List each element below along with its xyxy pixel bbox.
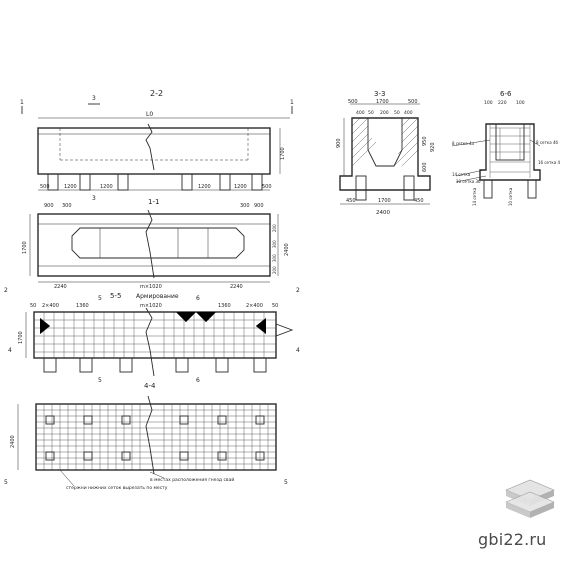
watermark-text: gbi22.ru: [478, 530, 547, 549]
note-cut-bars: стержни нижних сеток вырезать по месту: [66, 486, 168, 491]
dim-2x400-right: 2×400: [246, 303, 263, 309]
section-2-2: 2-2 L0 1 1 3 500 1200 1200 1200 1200 500…: [20, 89, 294, 202]
dim-right-200b: 200: [272, 266, 277, 274]
section-title-6-6: 6-6: [500, 90, 512, 98]
dim-1200-c: 1200: [198, 184, 211, 190]
label-mesh-10: 10 сетка: [508, 187, 513, 206]
dim-1200-a: 1200: [64, 184, 77, 190]
pile-sockets-4-4: [45, 415, 265, 461]
dim-top-500-right: 500: [408, 99, 418, 105]
dim-1360-right: 1360: [218, 303, 231, 309]
dim-bottom-450-right: 450: [414, 198, 424, 204]
dim-top-1700: 1700: [376, 99, 389, 105]
cut-mark-2a: 2: [4, 287, 8, 294]
dim-300-left: 300: [62, 203, 72, 209]
height-1700: 1700: [280, 147, 286, 160]
label-mesh-4a: 8 сетка 4а: [452, 141, 474, 146]
dim-2240-left: 2240: [54, 284, 67, 290]
dim-inner-50a: 50: [368, 110, 374, 116]
section-5-5: 5-5 Армирование 50 2×400 1360 m×1020 136…: [8, 292, 300, 384]
dim-m1020-arm: m×1020: [140, 303, 162, 309]
height-2400: 2400: [10, 435, 16, 448]
label-mesh-14b: 14 сетка: [472, 187, 477, 206]
dim-m1020: m×1020: [140, 284, 162, 290]
dim-top-500-left: 500: [348, 99, 358, 105]
cut-mark-2b: 2: [296, 287, 300, 294]
cut-mark-1b: 1: [290, 99, 294, 106]
section-title-3-3: 3-3: [374, 90, 385, 98]
rebar-cage-6-6: [489, 124, 531, 178]
dim-1200-d: 1200: [234, 184, 247, 190]
section-6-6: 6-6 100 220 100 8 сетка 4а 8 сетка 4б 14…: [451, 90, 560, 206]
dim-500-right: 500: [262, 184, 272, 190]
dim-300-right: 300: [240, 203, 250, 209]
stacked-slabs-icon: [498, 468, 562, 528]
cut-mark-4a: 4: [8, 347, 12, 354]
dim-inner-400b: 400: [404, 110, 413, 116]
label-mesh-4b: 8 сетка 4б: [536, 140, 558, 145]
dim-2x400-left: 2×400: [42, 303, 59, 309]
dim-right-200a: 200: [272, 224, 277, 232]
section-title-1-1: 1-1: [148, 198, 159, 206]
concrete-hatch-3-3: [351, 117, 419, 167]
section-1-1: 1-1 900 300 300 900 1700 2400 200 300 30…: [4, 198, 300, 294]
dim-900-left: 900: [44, 203, 54, 209]
dim-1200-b: 1200: [100, 184, 113, 190]
dim-bottom-450-left: 450: [346, 198, 356, 204]
dim-inner-200: 200: [380, 110, 389, 116]
cut-mark-5d: 5: [284, 479, 288, 486]
label-mesh-14a: 14 сетка: [452, 172, 471, 177]
cut-mark-5c: 5: [4, 479, 8, 486]
section-title-5-5: 5-5: [110, 292, 121, 300]
dim66-100b: 100: [516, 100, 525, 106]
rebar-grid-5-5: [34, 311, 276, 358]
section-title-4-4: 4-4: [144, 382, 156, 390]
reinforcement-label: Армирование: [136, 293, 179, 300]
dim-50-right: 50: [272, 303, 278, 309]
cut-mark-6b: 6: [196, 377, 200, 384]
dim-right-300b: 300: [272, 254, 277, 262]
dim66-220: 220: [498, 100, 507, 106]
cut-mark-1a: 1: [20, 99, 24, 106]
dim-2240-right: 2240: [230, 284, 243, 290]
dim-1360-left: 1360: [76, 303, 89, 309]
height-1700-plan: 1700: [22, 241, 28, 254]
dim-inner-400a: 400: [356, 110, 365, 116]
cut-mark-3b: 3: [92, 195, 96, 202]
height-1700-arm: 1700: [18, 331, 24, 344]
height-950: 950: [422, 136, 428, 146]
section-title-2-2: 2-2: [150, 89, 163, 98]
width-2400: 2400: [376, 210, 390, 216]
mesh-grid-4-4: [36, 404, 276, 470]
length-label: L0: [146, 111, 153, 118]
cut-mark-3a: 3: [92, 95, 96, 102]
section-3-3: 3-3 500 1700 500 400 50 200 50 400 450 1…: [336, 90, 436, 216]
label-mesh-3b: 10 сетка 3б: [456, 179, 481, 184]
section-4-4: 4-4: [4, 382, 288, 491]
height-600: 600: [422, 162, 428, 172]
cut-mark-5b: 5: [98, 377, 102, 384]
dim-50-left: 50: [30, 303, 36, 309]
cut-mark-5a: 5: [98, 295, 102, 302]
cut-mark-6a: 6: [196, 295, 200, 302]
height-920: 920: [430, 142, 436, 152]
note-socket-locations: в местах расположения гнезд свай: [150, 476, 234, 483]
dim-inner-50b: 50: [394, 110, 400, 116]
dim-right-300a: 300: [272, 240, 277, 248]
dim-500-left: 500: [40, 184, 50, 190]
dim66-100a: 100: [484, 100, 493, 106]
dim-900-right: 900: [254, 203, 264, 209]
side-2400: 2400: [284, 243, 290, 256]
dim-bottom-1700: 1700: [378, 198, 391, 204]
cut-mark-4b: 4: [296, 347, 300, 354]
label-mesh-4-16: 16 сетка 4: [538, 160, 560, 165]
height-900: 900: [336, 138, 342, 148]
